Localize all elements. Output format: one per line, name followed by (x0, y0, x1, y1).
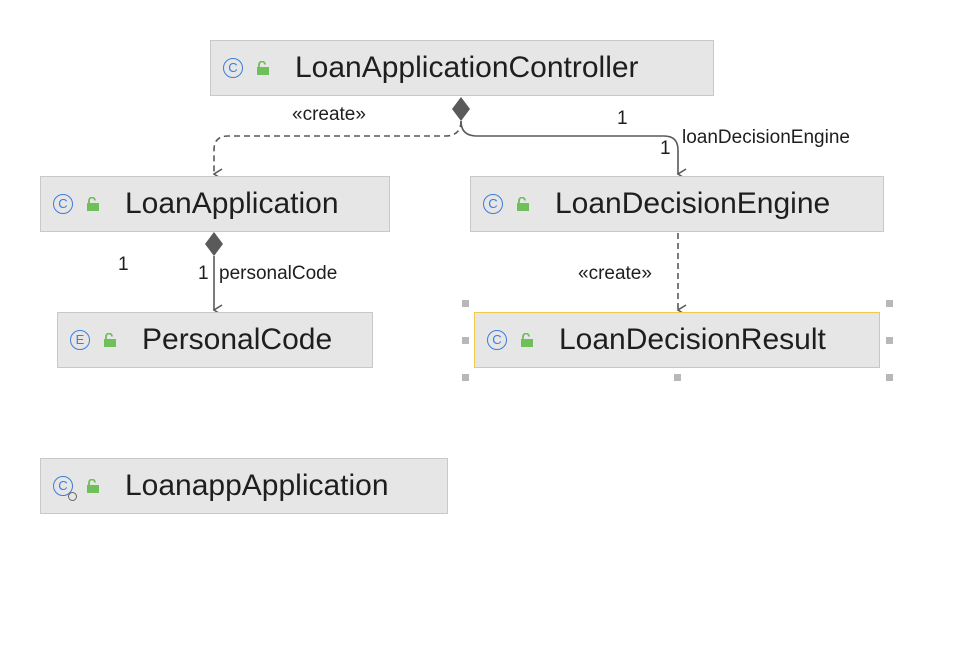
node-title: LoanappApplication (125, 469, 389, 502)
unlock-icon (517, 197, 529, 211)
class-icon: C (487, 330, 507, 350)
create-label-controller-application: «create» (292, 104, 366, 125)
role-label-personal-code: personalCode (219, 263, 338, 284)
composition-diamond-application (205, 232, 223, 256)
resize-handle-top-right[interactable] (886, 300, 893, 307)
node-loan-application[interactable]: C LoanApplication (40, 176, 390, 232)
resize-handle-bottom-middle[interactable] (674, 374, 681, 381)
class-icon: C (223, 58, 243, 78)
node-title: LoanDecisionEngine (555, 187, 831, 220)
node-loanapp-application[interactable]: C LoanappApplication (40, 458, 448, 514)
class-icon: C (483, 194, 503, 214)
node-loan-decision-result[interactable]: C LoanDecisionResult (474, 312, 880, 368)
node-title: LoanApplication (125, 187, 339, 220)
multiplicity-controller-side: 1 (617, 108, 628, 129)
node-title: LoanDecisionResult (559, 323, 826, 356)
node-loan-decision-engine[interactable]: C LoanDecisionEngine (470, 176, 884, 232)
create-label-engine-result: «create» (578, 263, 652, 284)
unlock-icon (104, 333, 116, 347)
multiplicity-engine-side: 1 (660, 138, 671, 159)
class-icon: C (53, 476, 73, 496)
multiplicity-personal-code-side: 1 (198, 263, 209, 284)
node-title: PersonalCode (142, 323, 333, 356)
multiplicity-application-side: 1 (118, 254, 129, 275)
create-dependency-controller-application[interactable] (212, 120, 462, 180)
resize-handle-middle-right[interactable] (886, 337, 893, 344)
resize-handle-bottom-left[interactable] (462, 374, 469, 381)
resize-handle-top-left[interactable] (462, 300, 469, 307)
composition-diamond-controller (452, 97, 470, 121)
composition-controller-engine[interactable] (460, 120, 687, 180)
unlock-icon (87, 479, 99, 493)
enum-icon: E (70, 330, 90, 350)
resize-handle-bottom-right[interactable] (886, 374, 893, 381)
resize-handle-middle-left[interactable] (462, 337, 469, 344)
run-badge-icon (68, 492, 77, 501)
node-loan-application-controller[interactable]: C LoanApplicationController (210, 40, 714, 96)
node-title: LoanApplicationController (295, 51, 639, 84)
role-label-loan-decision-engine: loanDecisionEngine (682, 127, 850, 148)
class-icon: C (53, 194, 73, 214)
unlock-icon (257, 61, 269, 75)
node-personal-code[interactable]: E PersonalCode (57, 312, 373, 368)
unlock-icon (87, 197, 99, 211)
unlock-icon (521, 333, 533, 347)
